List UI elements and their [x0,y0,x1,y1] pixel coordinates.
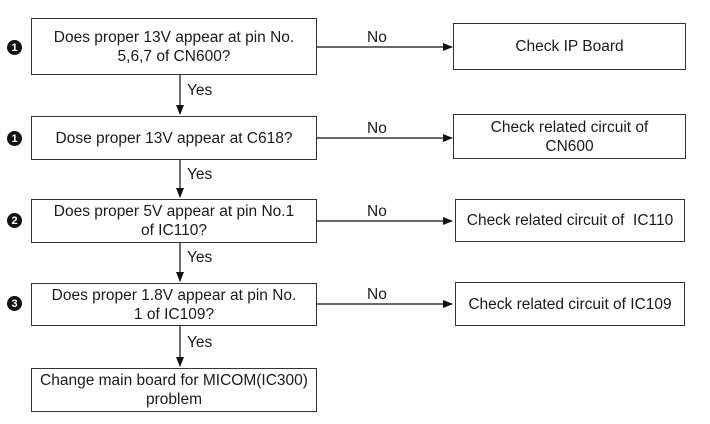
yes-label: Yes [187,82,213,99]
action-box: Check related circuit of CN600 [453,114,686,159]
decision-box: Does proper 5V appear at pin No.1 of IC1… [31,199,317,243]
no-label: No [367,120,387,137]
action-box: Check related circuit of IC109 [455,282,685,326]
step-badge: 1 [7,131,22,146]
no-label: No [367,29,387,46]
no-label: No [367,203,387,220]
step-badge: 2 [7,213,22,228]
step-badge: 1 [7,40,22,55]
step-badge: 3 [7,296,22,311]
action-box: Check IP Board [453,23,686,70]
yes-label: Yes [187,166,213,183]
final-action-box: Change main board for MICOM(IC300) probl… [31,368,317,412]
decision-box: Does proper 1.8V appear at pin No. 1 of … [31,283,317,326]
yes-label: Yes [187,249,213,266]
decision-box: Dose proper 13V appear at C618? [31,116,317,160]
no-label: No [367,286,387,303]
action-box: Check related circuit of IC110 [455,199,685,242]
decision-box: Does proper 13V appear at pin No. 5,6,7 … [31,18,317,75]
yes-label: Yes [187,334,213,351]
